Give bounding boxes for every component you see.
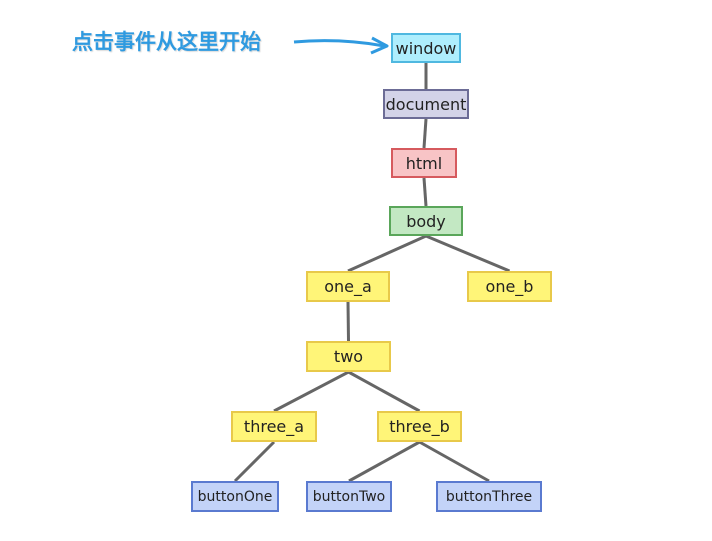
edge-two-three_a bbox=[273, 370, 350, 413]
edge-body-one_b bbox=[425, 234, 511, 273]
node-three-a: three_a bbox=[231, 411, 317, 442]
annotation-label: 点击事件从这里开始 bbox=[72, 30, 261, 54]
edge-one_a-two bbox=[346, 301, 350, 342]
node-one-a: one_a bbox=[306, 271, 390, 302]
node-button-three: buttonThree bbox=[436, 481, 542, 512]
node-window: window bbox=[391, 33, 461, 63]
node-document: document bbox=[383, 89, 469, 119]
edge-two-three_b bbox=[347, 370, 421, 413]
edge-body-one_a bbox=[347, 234, 427, 273]
node-button-one: buttonOne bbox=[191, 481, 279, 512]
node-button-two: buttonTwo bbox=[306, 481, 392, 512]
node-three-b: three_b bbox=[377, 411, 462, 442]
edge-three_b-buttonThree bbox=[418, 440, 490, 483]
edge-three_b-buttonTwo bbox=[348, 440, 421, 483]
edge-three_a-buttonOne bbox=[233, 440, 276, 483]
edge-html-body bbox=[422, 177, 428, 207]
annotation-arrow bbox=[293, 39, 385, 48]
annotation-arrowhead bbox=[370, 36, 389, 55]
node-two: two bbox=[306, 341, 391, 372]
edge-document-html bbox=[422, 118, 428, 149]
node-one-b: one_b bbox=[467, 271, 552, 302]
node-body: body bbox=[389, 206, 463, 236]
node-html: html bbox=[391, 148, 457, 178]
